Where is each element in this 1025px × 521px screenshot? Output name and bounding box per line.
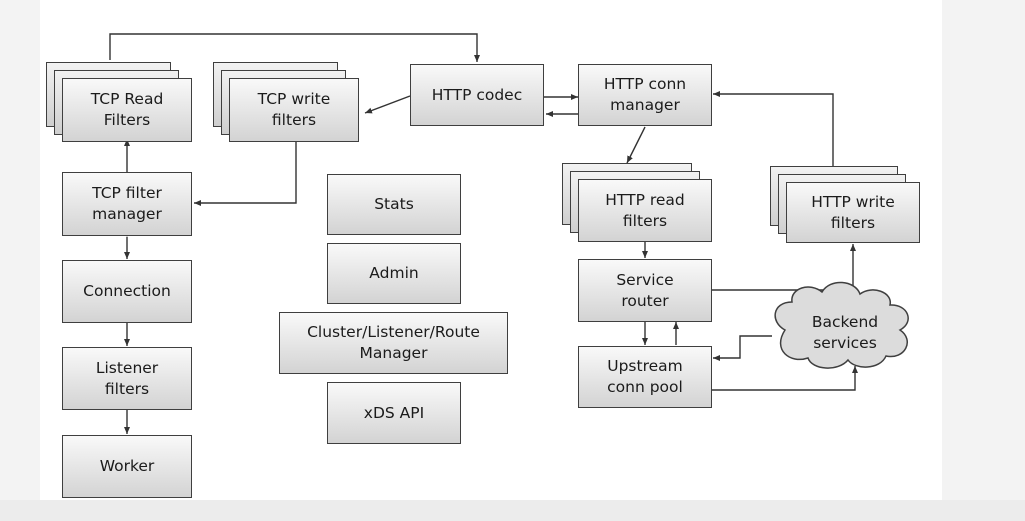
tcp-write-filters-label: TCP write filters <box>257 90 331 129</box>
http-write-filters-label: HTTP write filters <box>811 192 895 232</box>
listener-filters-label: Listener filters <box>95 358 159 398</box>
admin-box: Admin <box>327 243 461 304</box>
http-codec-label: HTTP codec <box>431 85 523 104</box>
http-codec-box: HTTP codec <box>410 64 544 126</box>
http-conn-manager-box: HTTP conn manager <box>578 64 712 126</box>
upstream-conn-pool-label: Upstream conn pool <box>607 357 683 396</box>
connection-label: Connection <box>83 282 171 300</box>
tcp-read-filters-label: TCP Read Filters <box>90 90 164 129</box>
service-router-label: Service router <box>616 270 674 310</box>
tcp-filter-manager-box: TCP filter manager <box>62 172 192 236</box>
cluster-listener-route-manager-label: Cluster/Listener/Route Manager <box>307 323 480 362</box>
tcp-read-filters-box: TCP Read Filters <box>62 78 192 142</box>
service-router-box: Service router <box>578 259 712 322</box>
http-read-filters-box: HTTP read filters <box>578 179 712 242</box>
cluster-listener-route-manager-box: Cluster/Listener/Route Manager <box>279 312 508 374</box>
worker-label: Worker <box>99 457 155 475</box>
listener-filters-box: Listener filters <box>62 347 192 410</box>
backend-services-label: Backend services <box>811 313 879 352</box>
admin-label: Admin <box>369 264 419 282</box>
upstream-conn-pool-box: Upstream conn pool <box>578 346 712 408</box>
tcp-filter-manager-label: TCP filter manager <box>92 184 162 223</box>
xds-api-box: xDS API <box>327 382 461 444</box>
http-write-filters-box: HTTP write filters <box>786 182 920 243</box>
tcp-write-filters-box: TCP write filters <box>229 78 359 142</box>
stats-box: Stats <box>327 174 461 235</box>
stats-label: Stats <box>374 195 414 213</box>
http-read-filters-label: HTTP read filters <box>605 190 685 230</box>
worker-box: Worker <box>62 435 192 498</box>
xds-api-label: xDS API <box>363 403 425 422</box>
connection-box: Connection <box>62 260 192 323</box>
http-conn-manager-label: HTTP conn manager <box>603 75 687 114</box>
bottom-strip <box>0 500 1025 521</box>
